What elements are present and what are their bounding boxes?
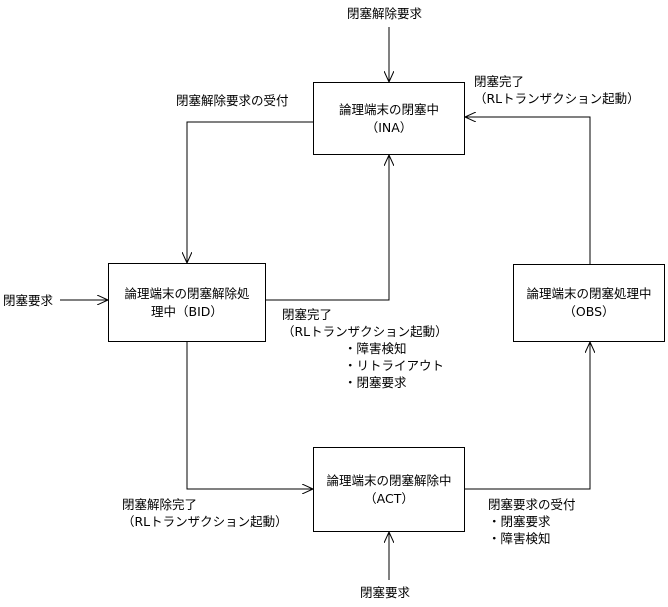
label-bid-to-ina-line4: ・リトライアウト	[344, 358, 445, 373]
label-bid-to-ina: 閉塞完了 （RLトランザクション起動） ・障害検知 ・リトライアウト ・閉塞要求	[282, 306, 448, 391]
state-bid: 論理端末の閉塞解除処 理中（BID）	[108, 263, 266, 342]
label-bid-to-act-line2: （RLトランザクション起動）	[122, 514, 288, 529]
state-act: 論理端末の閉塞解除中 （ACT）	[313, 447, 465, 532]
state-obs-name: 論理端末の閉塞処理中	[526, 286, 652, 301]
label-act-to-obs-line2: ・閉塞要求	[488, 514, 551, 529]
label-bid-to-act: 閉塞解除完了 （RLトランザクション起動）	[122, 496, 288, 530]
state-ina: 論理端末の閉塞中 （INA）	[313, 82, 465, 155]
label-bid-to-act-line1: 閉塞解除完了	[122, 497, 198, 512]
arrow-obs-to-ina	[465, 117, 591, 264]
arrow-act-to-obs	[465, 342, 590, 490]
label-act-to-obs: 閉塞要求の受付 ・閉塞要求 ・障害検知	[488, 496, 576, 547]
label-bid-to-ina-line3: ・障害検知	[344, 341, 407, 356]
state-obs-code: （OBS）	[563, 304, 615, 319]
state-ina-code: （INA）	[365, 119, 413, 135]
arrow-bid-to-act	[186, 342, 313, 489]
label-bottom-input: 閉塞要求	[360, 585, 411, 600]
state-bid-code: 理中（BID）	[151, 303, 223, 319]
state-obs: 論理端末の閉塞処理中 （OBS）	[513, 264, 665, 342]
label-bid-to-ina-line2: （RLトランザクション起動）	[282, 324, 448, 339]
state-act-code: （ACT）	[364, 490, 414, 506]
label-act-to-obs-line3: ・障害検知	[488, 531, 551, 546]
label-bid-to-ina-line5: ・閉塞要求	[344, 375, 407, 390]
arrow-ina-to-bid	[187, 121, 313, 263]
state-act-name: 論理端末の閉塞解除中	[326, 472, 452, 488]
label-bid-to-ina-line1: 閉塞完了	[282, 307, 333, 322]
state-bid-name: 論理端末の閉塞解除処	[124, 285, 250, 301]
label-act-to-obs-line1: 閉塞要求の受付	[488, 497, 576, 512]
label-obs-to-ina-line1: 閉塞完了	[474, 74, 525, 89]
label-obs-to-ina-line2: （RLトランザクション起動）	[474, 91, 640, 106]
arrow-bid-to-ina	[266, 155, 389, 301]
state-ina-name: 論理端末の閉塞中	[338, 101, 439, 117]
label-left-input: 閉塞要求	[3, 293, 54, 308]
label-ina-to-bid: 閉塞解除要求の受付	[176, 93, 289, 108]
label-top-input: 閉塞解除要求	[347, 6, 423, 21]
label-obs-to-ina: 閉塞完了 （RLトランザクション起動）	[474, 73, 640, 107]
